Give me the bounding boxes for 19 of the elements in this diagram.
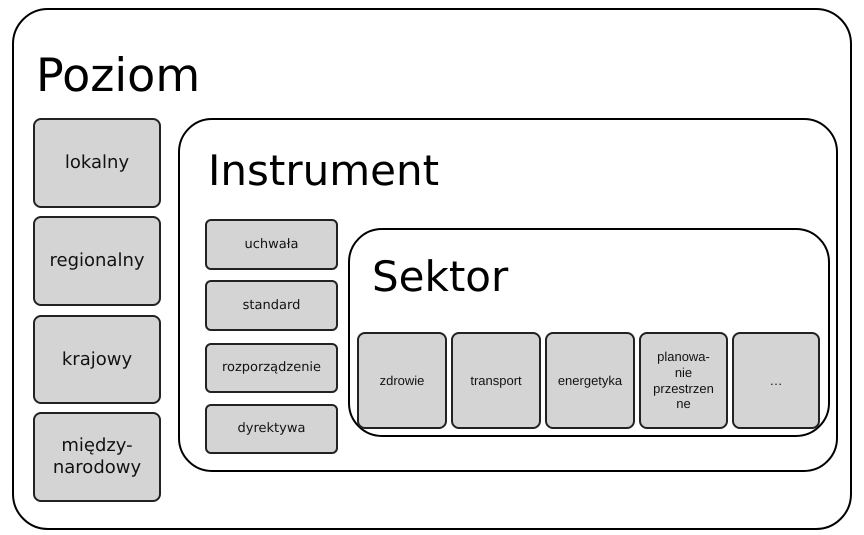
- sector-box: transport: [451, 332, 541, 429]
- level-box: krajowy: [33, 315, 161, 404]
- instrument-box: uchwała: [205, 219, 338, 270]
- instrument-box: dyrektywa: [205, 404, 338, 454]
- level-panel: [12, 8, 852, 530]
- instrument-box: rozporządzenie: [205, 343, 338, 393]
- level-box: regionalny: [33, 216, 161, 306]
- sector-box: planowa- nie przestrzen ne: [639, 332, 728, 429]
- sector-box: …: [732, 332, 820, 429]
- instrument-panel: [178, 118, 838, 472]
- level-box: lokalny: [33, 118, 161, 208]
- panel-heading: Poziom: [36, 52, 200, 98]
- sector-panel: [348, 228, 830, 437]
- sector-box: energetyka: [545, 332, 635, 429]
- level-box: między- narodowy: [33, 412, 161, 502]
- panel-heading: Instrument: [208, 150, 440, 192]
- panel-heading: Sektor: [372, 256, 508, 298]
- instrument-box: standard: [205, 280, 338, 331]
- sector-box: zdrowie: [357, 332, 447, 429]
